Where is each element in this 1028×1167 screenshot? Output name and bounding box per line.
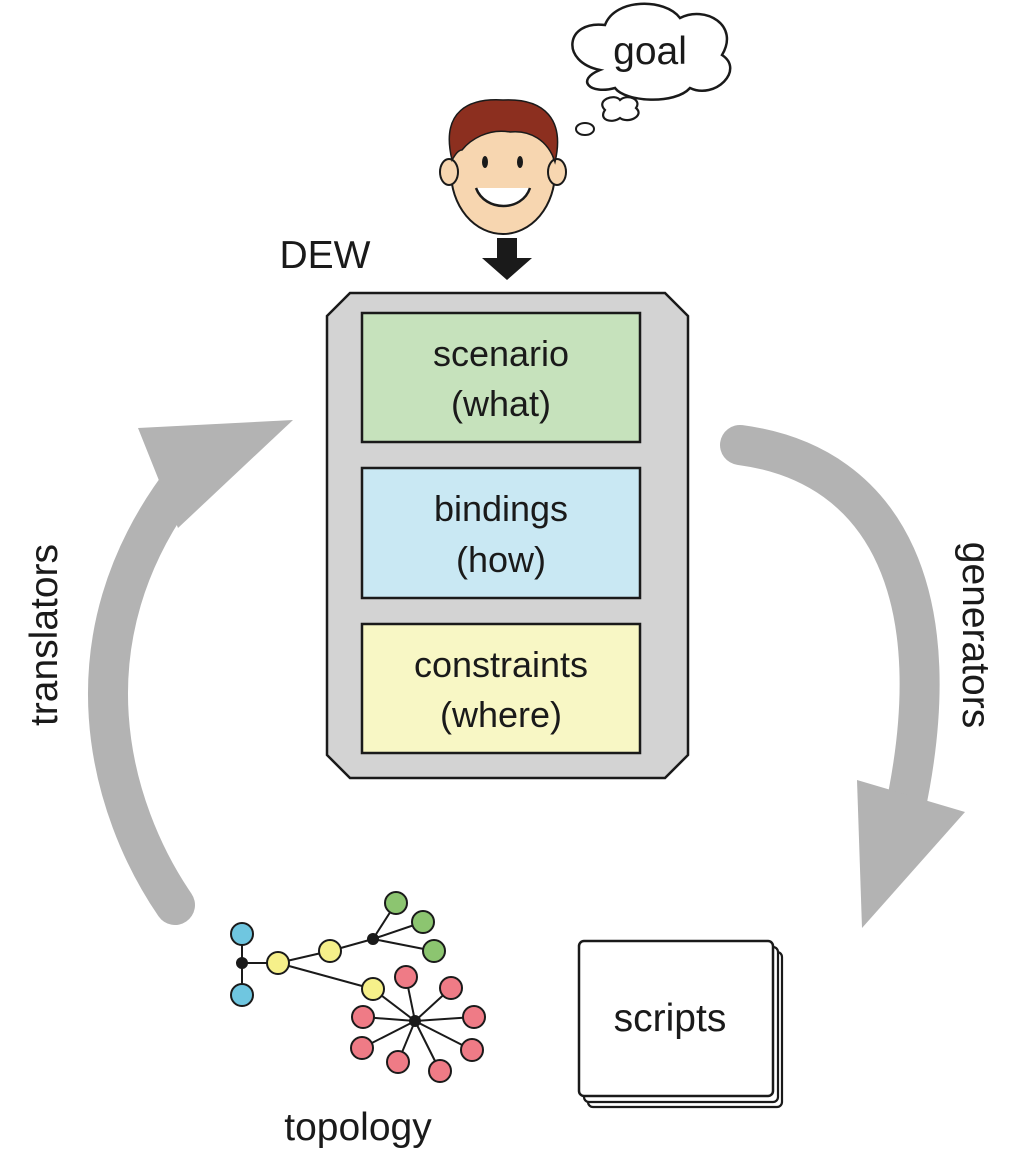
- bindings-sub: (how): [456, 539, 546, 580]
- scenario-section: scenario (what): [360, 311, 642, 444]
- scenario-label: scenario: [433, 333, 569, 374]
- bindings-section: bindings (how): [360, 466, 642, 600]
- constraints-label: constraints: [414, 644, 588, 685]
- dew-title: DEW: [280, 234, 371, 277]
- constraints-section: constraints (where): [360, 622, 642, 755]
- goal-label: goal: [613, 30, 687, 73]
- network-topology-icon: [230, 891, 486, 1083]
- person-icon: [439, 99, 567, 235]
- scenario-sub: (what): [451, 383, 551, 424]
- constraints-sub: (where): [440, 694, 562, 735]
- translators-arrow: [88, 420, 293, 925]
- generators-arrow: [720, 425, 965, 928]
- translators-label: translators: [23, 544, 66, 726]
- down-arrow-icon: [482, 238, 532, 280]
- document-stack-icon: [577, 939, 784, 1109]
- generators-label: generators: [954, 542, 997, 728]
- thought-cloud-icon: [571, 2, 732, 136]
- topology-label: topology: [284, 1106, 432, 1149]
- bindings-label: bindings: [434, 488, 568, 529]
- scripts-label: scripts: [614, 997, 727, 1040]
